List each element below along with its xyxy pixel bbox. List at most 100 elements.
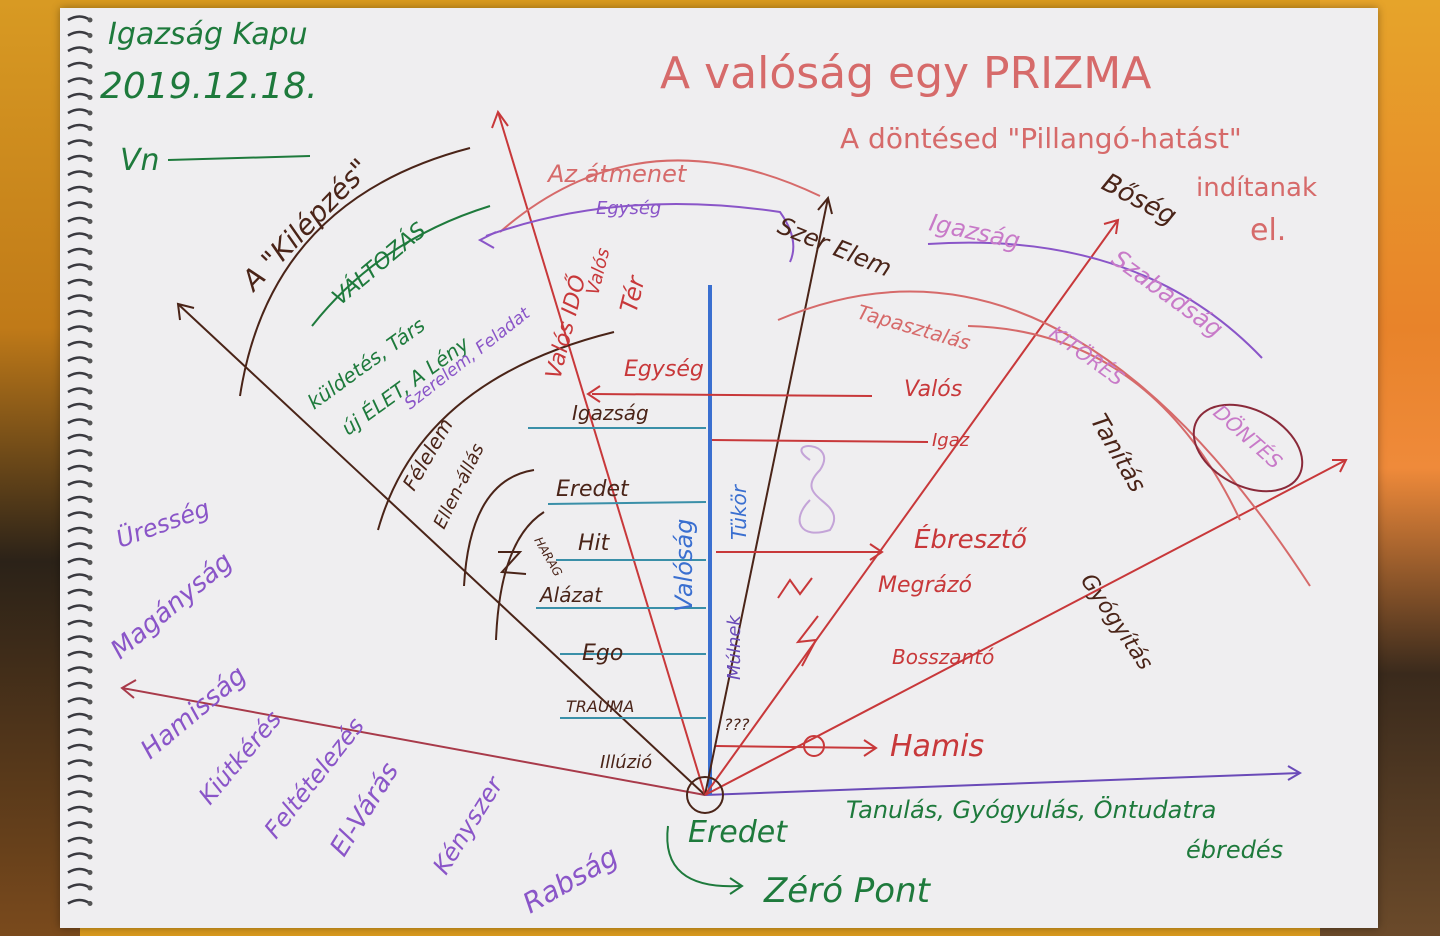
arc-egysege-arrowhead [477, 231, 497, 249]
spiral-hole [87, 436, 93, 441]
label-valos-ray: Valós [582, 246, 614, 297]
label-szer-elem: Szer Elem [774, 212, 896, 283]
label-tapasztalas: Tapasztalás [855, 300, 974, 355]
spiral-hole [87, 420, 93, 426]
spiral-hole [87, 823, 93, 829]
spiral-hole [87, 234, 93, 240]
spiral-hole [87, 560, 93, 565]
label-atmenet: Az átmenet [546, 160, 688, 188]
ray-left [121, 687, 706, 796]
spiral-hole [87, 808, 93, 813]
label-ecset: ??? [724, 715, 750, 734]
label-el-varas: El-Várás [324, 757, 405, 861]
header: Igazság Kapu 2019.12.18. Vn [100, 17, 318, 178]
spiral-hole [87, 405, 93, 410]
spiral-hole [87, 95, 93, 100]
label-dontes: DÖNTÉS [1209, 400, 1287, 474]
spiral-hole [87, 343, 93, 348]
spiral-hole [87, 188, 93, 193]
spiral-hole [87, 653, 93, 658]
spiral-hole [87, 374, 93, 379]
spiral-hole [87, 854, 93, 860]
label-valosag: Valóság [670, 519, 698, 612]
zigzag-right [777, 577, 813, 599]
ebreszto-arrowhead [869, 543, 884, 561]
label-uresseg: Üresség [112, 493, 213, 554]
label-igazsag-top: Igazság [927, 208, 1023, 255]
label-ter: Tér [615, 271, 651, 315]
label-trauma: TRAUMA [566, 697, 634, 716]
label-tanitas: Tanítás [1085, 409, 1152, 497]
spiral-hole [87, 699, 93, 705]
title-sub-line2: indítanak [1196, 173, 1317, 203]
header-place: Igazság Kapu [108, 17, 308, 52]
spiral-hole [87, 668, 93, 674]
label-zero-pont: Zéró Pont [763, 871, 932, 911]
spiral-hole [87, 885, 93, 891]
spiral-hole [87, 606, 93, 612]
spiral-hole [87, 157, 93, 162]
label-magany: Magányság [105, 547, 238, 666]
spiral-hole [87, 715, 93, 720]
zigzag-harag [498, 551, 527, 575]
spiral-hole [87, 575, 93, 581]
label-megrazo: Megrázó [878, 573, 972, 598]
label-tukor: Tükör [727, 483, 751, 540]
label-bosszanto: Bosszantó [892, 645, 994, 669]
ray-upper-left [177, 303, 706, 796]
arc-ellen [463, 469, 535, 587]
egyseg-arrowhead [586, 385, 601, 403]
spiral-hole [87, 48, 93, 54]
spiral-hole [87, 901, 93, 906]
bottom-labels: Eredet Zéró Pont Tanulás, Gyógyulás, Önt… [688, 795, 1283, 911]
label-kitores: KITÖRÉS [1045, 321, 1129, 391]
spiral-hole [87, 17, 93, 23]
title-main: A valóság egy PRIZMA [660, 48, 1151, 99]
spiral-hole [87, 730, 93, 736]
label-tanulas-line1: Tanulás, Gyógyulás, Öntudatra [846, 795, 1216, 824]
header-signature: Vn [120, 143, 160, 178]
origin-circle [686, 776, 724, 814]
spiral-hole [87, 250, 93, 255]
hamis-line [715, 745, 877, 749]
signature-underline [167, 155, 311, 161]
ray-upper-right-arrowhead [817, 195, 833, 215]
spiral-hole [87, 141, 93, 147]
spiral-hole [87, 296, 93, 302]
spiral-hole [87, 126, 93, 131]
label-hit: Hit [578, 531, 611, 556]
ray-right-steep-arrowhead [1103, 218, 1120, 235]
spiral-hole [87, 172, 93, 178]
label-valtozas: VÁLTOZÁS [327, 217, 431, 310]
spiral-hole [87, 64, 93, 69]
spiral-hole [87, 312, 93, 317]
spiral-hole [87, 498, 93, 503]
label-mulnek: Múlnek [724, 614, 745, 680]
spiral-hole [87, 792, 93, 798]
spiral-hole [87, 327, 93, 333]
label-gyogyitas: Gyógyítás [1075, 569, 1157, 674]
spiral-hole [87, 203, 93, 209]
hamis-arrowhead [863, 739, 878, 757]
spiral-hole [87, 513, 93, 519]
igaz-line [711, 439, 929, 443]
label-igaz: Igaz [932, 430, 970, 451]
spiral-hole [87, 622, 93, 627]
spiral-hole [87, 281, 93, 286]
arc-kilepzes [239, 147, 471, 397]
spiral-hole [87, 761, 93, 767]
title-block: A valóság egy PRIZMA A döntésed "Pillang… [660, 48, 1317, 248]
ray-bottom [704, 772, 1301, 796]
pillango-loops [798, 445, 836, 534]
spiral-hole [87, 110, 93, 116]
zigzag-lower [795, 615, 819, 667]
ray-top-left [497, 111, 706, 796]
egyseg-line [591, 393, 873, 397]
spiral-hole [87, 746, 93, 751]
label-eredet: Eredet [688, 815, 788, 850]
spiral-hole [87, 591, 93, 596]
ladder-labels: Egység Igazság Eredet Hit Alázat Ego TRA… [398, 357, 751, 773]
label-tanulas-line2: ébredés [1186, 836, 1283, 864]
header-date: 2019.12.18. [100, 66, 318, 107]
